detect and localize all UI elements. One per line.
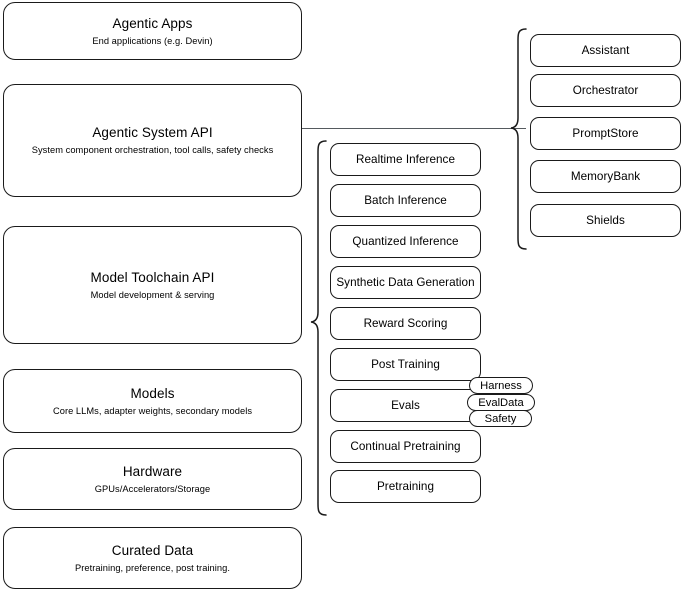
layer-title: Hardware [122,463,183,479]
chip-label: Realtime Inference [356,153,455,166]
stack-layer-curated-data[interactable]: Curated Data Pretraining, preference, po… [3,527,302,589]
layer-title: Agentic Apps [112,15,193,31]
layer-subtitle: GPUs/Accelerators/Storage [94,483,211,494]
chip-label: Assistant [581,44,630,57]
toolchain-chip-continual-pretraining[interactable]: Continual Pretraining [330,430,481,463]
chip-label: Evals [391,399,420,412]
chip-label: MemoryBank [570,170,641,183]
layer-subtitle: Model development & serving [90,289,215,300]
chip-label: Synthetic Data Generation [336,276,475,289]
stack-layer-model-toolchain-api[interactable]: Model Toolchain API Model development & … [3,226,302,344]
toolchain-chip-evals[interactable]: Evals [330,389,481,422]
badge-label: Safety [484,412,517,425]
toolchain-chip-post-training[interactable]: Post Training [330,348,481,381]
chip-label: Post Training [371,358,440,371]
toolchain-chip-quantized-inference[interactable]: Quantized Inference [330,225,481,258]
badge-label: EvalData [478,396,524,409]
toolchain-chip-synthetic-data-generation[interactable]: Synthetic Data Generation [330,266,481,299]
stack-layer-agentic-system-api[interactable]: Agentic System API System component orch… [3,84,302,197]
stack-layer-hardware[interactable]: Hardware GPUs/Accelerators/Storage [3,448,302,510]
system-chip-assistant[interactable]: Assistant [530,34,681,67]
evals-badge-safety[interactable]: Safety [469,410,532,427]
layer-subtitle: System component orchestration, tool cal… [31,145,274,155]
stack-layer-models[interactable]: Models Core LLMs, adapter weights, secon… [3,369,302,433]
toolchain-chip-reward-scoring[interactable]: Reward Scoring [330,307,481,340]
badge-label: Harness [480,379,522,392]
connector-system-api-to-components [302,127,526,130]
layer-subtitle: Pretraining, preference, post training. [75,562,230,573]
evals-badge-harness[interactable]: Harness [469,377,533,394]
chip-label: Batch Inference [364,194,447,207]
toolchain-chip-pretraining[interactable]: Pretraining [330,470,481,503]
layer-subtitle: End applications (e.g. Devin) [92,35,213,46]
layer-title: Models [130,385,175,401]
chip-label: PromptStore [572,127,639,140]
evals-badge-evaldata[interactable]: EvalData [467,394,535,411]
system-chip-promptstore[interactable]: PromptStore [530,117,681,150]
toolchain-chip-realtime-inference[interactable]: Realtime Inference [330,143,481,176]
chip-label: Orchestrator [572,84,639,97]
brace-system-components [510,28,527,250]
chip-label: Reward Scoring [363,317,448,330]
stack-layer-agentic-apps[interactable]: Agentic Apps End applications (e.g. Devi… [3,2,302,60]
chip-label: Continual Pretraining [350,440,461,453]
chip-label: Quantized Inference [352,235,459,248]
brace-toolchain [310,140,327,516]
layer-title: Curated Data [111,542,194,558]
toolchain-chip-batch-inference[interactable]: Batch Inference [330,184,481,217]
chip-label: Shields [586,214,625,227]
system-chip-memorybank[interactable]: MemoryBank [530,160,681,193]
system-chip-shields[interactable]: Shields [530,204,681,237]
layer-title: Agentic System API [92,125,213,140]
system-chip-orchestrator[interactable]: Orchestrator [530,74,681,107]
layer-subtitle: Core LLMs, adapter weights, secondary mo… [52,405,253,416]
layer-title: Model Toolchain API [90,269,215,285]
chip-label: Pretraining [376,480,435,493]
